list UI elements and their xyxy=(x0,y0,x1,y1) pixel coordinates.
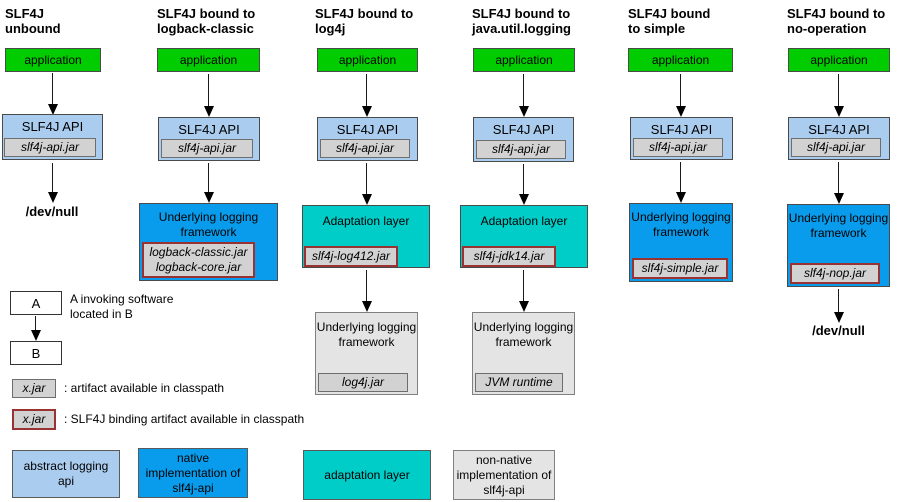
legend-box-b: B xyxy=(10,341,62,365)
column-title-unbound: SLF4J unbound xyxy=(5,6,61,36)
title-line: SLF4J bound to xyxy=(315,6,414,21)
jar-logback: logback-classic.jar logback-core.jar xyxy=(142,242,255,278)
legend-jar-binding-desc: : SLF4J binding artifact available in cl… xyxy=(64,412,305,426)
column-title-nop: SLF4J bound to no-operation xyxy=(787,6,885,36)
arrow-down-icon xyxy=(361,163,372,205)
arrow-down-icon xyxy=(833,289,844,323)
jar-jvm-runtime: JVM runtime xyxy=(475,373,563,392)
framework-label: Underlying logging framework xyxy=(788,211,889,240)
legend-jar-plain-desc: : artifact available in classpath xyxy=(64,381,225,395)
arrow-down-icon xyxy=(47,73,58,115)
jar-slf4j-nop: slf4j-nop.jar xyxy=(790,263,880,284)
arrow-down-icon xyxy=(203,163,214,203)
arrow-down-icon xyxy=(675,74,686,117)
title-line: SLF4J bound xyxy=(628,6,711,21)
api-label: SLF4J API xyxy=(21,119,84,134)
application-box: application xyxy=(473,48,575,72)
colorkey-abstract-api: abstract logging api xyxy=(12,450,120,498)
title-line: SLF4J bound to xyxy=(472,6,571,21)
api-label: SLF4J API xyxy=(178,122,240,137)
api-label: SLF4J API xyxy=(336,122,399,137)
arrow-down-icon xyxy=(518,270,529,312)
adaptation-layer-box: Adaptation layer slf4j-log412.jar xyxy=(302,205,430,268)
jar-slf4j-api: slf4j-api.jar xyxy=(4,138,96,157)
arrow-down-icon xyxy=(518,74,529,117)
api-label: SLF4J API xyxy=(492,122,555,137)
legend-invoke-note: A invoking software located in B xyxy=(70,292,174,321)
jar-slf4j-api: slf4j-api.jar xyxy=(161,139,253,158)
arrow-down-icon xyxy=(361,74,372,117)
underlying-framework-box: Underlying logging framework log4j.jar xyxy=(315,312,418,395)
colorkey-non-native-impl: non-native implementation of slf4j-api xyxy=(453,450,555,500)
application-box: application xyxy=(788,48,890,72)
title-line: to simple xyxy=(628,21,686,36)
slf4j-api-box: SLF4J API slf4j-api.jar xyxy=(473,117,574,162)
colorkey-adaptation-layer: adaptation layer xyxy=(303,450,431,500)
title-line: no-operation xyxy=(787,21,867,36)
application-box: application xyxy=(157,48,260,72)
framework-label: Underlying logging framework xyxy=(316,320,417,349)
arrow-down-icon xyxy=(833,74,844,117)
adaptation-label: Adaptation layer xyxy=(322,214,410,228)
framework-label: Underlying logging framework xyxy=(158,210,259,239)
title-line: logback-classic xyxy=(157,21,254,36)
slf4j-api-box: SLF4J API slf4j-api.jar xyxy=(2,114,103,160)
dev-null-label: /dev/null xyxy=(25,204,79,219)
legend-box-a: A xyxy=(10,291,62,315)
application-box: application xyxy=(5,48,101,72)
underlying-framework-box: Underlying logging framework JVM runtime xyxy=(472,312,575,395)
arrow-down-icon xyxy=(30,316,41,341)
legend-jar-plain: x.jar xyxy=(12,379,56,398)
underlying-framework-box: Underlying logging framework slf4j-nop.j… xyxy=(787,204,890,287)
arrow-down-icon xyxy=(675,162,686,203)
title-line: SLF4J bound to xyxy=(157,6,256,21)
title-line: java.util.logging xyxy=(472,21,571,36)
arrow-down-icon xyxy=(518,164,529,205)
jar-slf4j-jdk14: slf4j-jdk14.jar xyxy=(462,246,556,267)
column-title-logback: SLF4J bound to logback-classic xyxy=(157,6,255,36)
jar-slf4j-log412: slf4j-log412.jar xyxy=(304,246,398,267)
title-line: unbound xyxy=(5,21,61,36)
title-line: log4j xyxy=(315,21,346,36)
slf4j-api-box: SLF4J API slf4j-api.jar xyxy=(317,117,418,161)
title-line: SLF4J bound to xyxy=(787,6,886,21)
column-title-log4j: SLF4J bound to log4j xyxy=(315,6,413,36)
underlying-framework-box: Underlying logging framework slf4j-simpl… xyxy=(629,203,733,282)
jar-line: logback-core.jar xyxy=(155,260,242,274)
jar-slf4j-api: slf4j-api.jar xyxy=(791,138,881,157)
jar-slf4j-api: slf4j-api.jar xyxy=(633,138,723,157)
underlying-framework-box: Underlying logging framework logback-cla… xyxy=(139,203,278,281)
arrow-down-icon xyxy=(361,270,372,312)
adaptation-label: Adaptation layer xyxy=(480,214,568,228)
application-box: application xyxy=(628,48,733,72)
column-title-jul: SLF4J bound to java.util.logging xyxy=(472,6,571,36)
arrow-down-icon xyxy=(203,74,214,117)
jar-slf4j-simple: slf4j-simple.jar xyxy=(632,258,728,279)
arrow-down-icon xyxy=(47,163,58,203)
jar-slf4j-api: slf4j-api.jar xyxy=(320,139,410,158)
column-title-simple: SLF4J bound to simple xyxy=(628,6,710,36)
framework-label: Underlying logging framework xyxy=(473,320,574,349)
framework-label: Underlying logging framework xyxy=(631,210,731,239)
arrow-down-icon xyxy=(833,162,844,204)
jar-slf4j-api: slf4j-api.jar xyxy=(476,140,566,159)
application-box: application xyxy=(317,48,418,72)
dev-null-label: /dev/null xyxy=(812,323,865,338)
api-label: SLF4J API xyxy=(808,122,870,137)
legend-jar-binding: x.jar xyxy=(12,409,56,430)
slf4j-api-box: SLF4J API slf4j-api.jar xyxy=(788,117,890,160)
colorkey-native-impl: native implementation of slf4j-api xyxy=(138,448,248,498)
api-label: SLF4J API xyxy=(650,122,713,137)
slf4j-api-box: SLF4J API slf4j-api.jar xyxy=(630,117,733,160)
slf4j-api-box: SLF4J API slf4j-api.jar xyxy=(158,117,260,161)
jar-line: logback-classic.jar xyxy=(149,245,248,259)
jar-log4j: log4j.jar xyxy=(318,373,408,392)
title-line: SLF4J xyxy=(5,6,45,21)
adaptation-layer-box: Adaptation layer slf4j-jdk14.jar xyxy=(460,205,588,268)
